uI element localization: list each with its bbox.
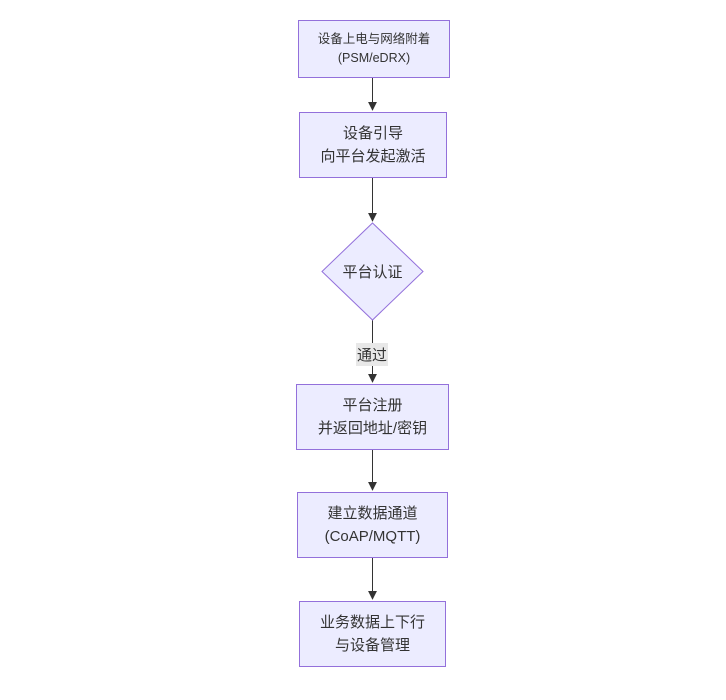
node-line: (PSM/eDRX) <box>337 51 411 65</box>
node-data-channel: 建立数据通道 (CoAP/MQTT) <box>297 492 448 558</box>
edge-label-text: 通过 <box>356 347 387 364</box>
node-line: 与设备管理 <box>334 637 410 654</box>
node-line: 平台认证 <box>342 264 403 281</box>
node-line: 业务数据上下行 <box>319 614 425 631</box>
node-line: 设备上电与网络附着 <box>317 32 431 46</box>
node-line: 并返回地址/密钥 <box>317 420 428 437</box>
node-platform-register: 平台注册 并返回地址/密钥 <box>296 384 449 450</box>
node-line: 向平台发起激活 <box>320 148 426 165</box>
node-line: 设备引导 <box>342 125 403 142</box>
node-device-bootstrap: 设备引导 向平台发起激活 <box>299 112 447 178</box>
node-line: 平台注册 <box>342 397 403 414</box>
node-platform-auth: 平台认证 <box>322 223 423 320</box>
decision-diamond-shape <box>321 222 424 321</box>
node-business-data: 业务数据上下行 与设备管理 <box>299 601 446 667</box>
node-line: 建立数据通道 <box>327 505 418 522</box>
node-power-on-attach: 设备上电与网络附着 (PSM/eDRX) <box>298 20 450 78</box>
edge-label-pass: 通过 <box>356 343 388 366</box>
node-line: (CoAP/MQTT) <box>324 528 421 545</box>
